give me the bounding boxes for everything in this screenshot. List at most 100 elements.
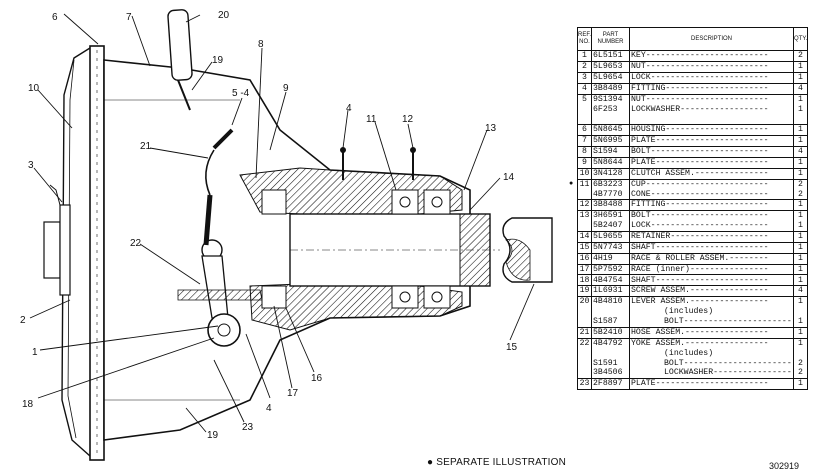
description-text: RETAINER	[631, 232, 671, 242]
cell-part: 1L6931	[591, 285, 630, 297]
separate-illustration-note: ● SEPARATE ILLUSTRATION	[427, 457, 566, 468]
cell-part: 4B4754	[591, 274, 630, 286]
cell-part: 5N7743	[591, 241, 630, 254]
parts-table-header: REF. NO. PART NUMBER DESCRIPTION QTY.	[577, 27, 808, 51]
callout-22: 22	[130, 238, 142, 249]
callout-14: 14	[503, 172, 515, 183]
cell-desc: PLATE-----------------------	[629, 135, 794, 147]
cell-part: 5L9653	[591, 60, 630, 73]
cell-qty: 1	[793, 326, 808, 339]
header-qty: QTY.	[793, 27, 808, 51]
fittings	[340, 147, 416, 180]
cell-desc: KEY-------------------------	[629, 50, 794, 62]
cell-part: 9S1394	[591, 93, 630, 105]
cell-ref: 12	[577, 199, 592, 211]
cell-desc: SHAFT-----------------------	[629, 274, 794, 286]
leader-dots: ------------------------	[650, 189, 769, 199]
description-text: HOUSING	[631, 125, 666, 135]
description-text: CONE	[631, 189, 651, 199]
description-text: BOLT	[631, 147, 651, 157]
cell-qty: 1	[793, 199, 808, 211]
cell-ref: 17	[577, 263, 592, 275]
callout-4a: 4	[346, 103, 352, 114]
exploded-view-drawing: 1 2 3 4 4 5 -4 6 7 8 9 10 11 12 13 14 15…	[20, 9, 553, 461]
cell-qty: 1	[793, 263, 808, 275]
cell-desc: FITTING---------------------	[629, 82, 794, 94]
description-text: HOSE ASSEM.	[631, 327, 686, 337]
description-text: LOCKWASHER	[631, 104, 681, 114]
cell-qty: 1	[793, 210, 808, 221]
description-text: BOLT	[664, 358, 684, 368]
cell-part: S1587	[591, 316, 630, 328]
cell-desc: HOSE ASSEM.-----------------	[629, 326, 794, 339]
cell-qty: 1	[793, 104, 808, 115]
callout-11: 11	[366, 114, 377, 125]
cell-desc: CUP-------------------------	[629, 178, 794, 190]
leader-dots: ----------------	[689, 286, 769, 296]
cell-qty: 4	[793, 82, 808, 94]
cell-part: 5L9654	[591, 71, 630, 84]
callout-16: 16	[311, 373, 323, 384]
cell-qty: 1	[793, 337, 808, 349]
cell-qty: 1	[793, 241, 808, 254]
callout-3: 3	[28, 160, 34, 171]
callout-8: 8	[258, 39, 264, 50]
coupling-shaft	[502, 217, 553, 283]
callout-20: 20	[218, 10, 230, 21]
description-text: RACE & ROLLER ASSEM.	[631, 253, 730, 263]
cell-part: 6B3223	[591, 178, 630, 190]
leader-lines	[29, 13, 535, 433]
cell-ref: 2	[577, 60, 592, 73]
cell-desc: SCREW ASSEM.----------------	[629, 285, 794, 297]
cell-qty: 1	[793, 156, 808, 169]
leader-dots: -----------------	[685, 338, 769, 348]
cell-qty: 1	[793, 296, 808, 307]
cell-desc: PLATE-----------------------	[629, 378, 794, 390]
callout-4b: 4	[266, 403, 272, 414]
callout-19a: 19	[212, 55, 224, 66]
cell-desc: NUT-------------------------	[629, 60, 794, 73]
leader-dots: ---------------------	[665, 125, 769, 135]
leader-dots: -------------------------	[645, 51, 769, 61]
cell-ref: 23	[577, 378, 592, 390]
cell-ref	[577, 358, 592, 369]
callout-9: 9	[283, 83, 289, 94]
clutch-pilot	[43, 184, 71, 296]
leader-dots: ------------------------	[650, 221, 769, 231]
shaft-15	[289, 213, 500, 287]
document-number: 302919	[769, 461, 800, 471]
cell-desc: LOCK------------------------	[630, 221, 794, 231]
description-text: PLATE	[631, 157, 656, 167]
cell-qty: 2	[793, 178, 808, 190]
cell-part: 6F253	[591, 104, 630, 115]
callout-17: 17	[287, 388, 299, 399]
description-text: LOCK	[631, 221, 651, 231]
description-text: LOCK	[631, 72, 651, 82]
cell-desc: BOLT------------------------	[630, 317, 794, 327]
description-text: (includes)	[664, 348, 714, 358]
cell-part: 3B8489	[591, 82, 630, 94]
description-text: SHAFT	[631, 275, 656, 285]
callouts: 1 2 3 4 4 5 -4 6 7 8 9 10 11 12 13 14 15…	[20, 10, 518, 441]
cell-ref: 5	[577, 93, 592, 105]
leader-dots: ----------------	[689, 297, 769, 307]
description-text: RACE (inner)	[631, 264, 690, 274]
description-text: LEVER ASSEM.	[631, 297, 690, 307]
callout-12: 12	[402, 114, 414, 125]
cell-ref	[577, 104, 592, 115]
cell-ref: 13	[577, 210, 592, 221]
cell-ref: 7	[577, 135, 592, 147]
cell-desc: (includes)	[630, 349, 794, 359]
description-text: YOKE ASSEM.	[631, 338, 686, 348]
separate-illustration-marker: ●	[569, 180, 574, 187]
